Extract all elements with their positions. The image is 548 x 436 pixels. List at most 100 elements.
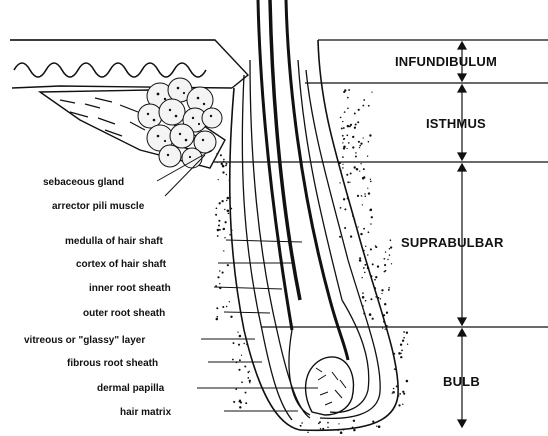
stipple-dot: [219, 270, 220, 271]
stipple-dot: [352, 136, 354, 138]
stipple-dot: [352, 146, 354, 148]
stipple-dot: [367, 254, 368, 255]
stipple-dot: [355, 152, 357, 154]
stipple-dot: [217, 276, 219, 278]
stipple-dot: [353, 420, 355, 422]
stipple-dot: [368, 231, 370, 233]
arrowhead: [458, 420, 466, 427]
stipple-dot: [359, 170, 360, 171]
stipple-dot: [359, 259, 362, 262]
stipple-dot: [369, 134, 371, 136]
stipple-dot: [247, 377, 249, 379]
stipple-dot: [370, 209, 373, 212]
stipple-dot: [219, 229, 221, 231]
stipple-dot: [359, 147, 360, 148]
stipple-dot: [384, 303, 386, 305]
stipple-dot: [347, 125, 350, 128]
stipple-dot: [357, 121, 359, 123]
stipple-dot: [226, 174, 228, 176]
stipple-dot: [222, 272, 224, 274]
stipple-dot: [239, 406, 241, 408]
label-fibrous-root-sheath: fibrous root sheath: [67, 358, 158, 369]
stipple-dot: [359, 145, 361, 147]
stipple-dot: [320, 428, 321, 429]
stipple-dot: [346, 134, 348, 136]
stipple-dot: [375, 276, 377, 278]
stipple-dot: [238, 369, 240, 371]
stipple-dot: [342, 156, 344, 158]
stipple-dot: [407, 344, 408, 345]
stipple-dot: [360, 233, 362, 235]
stipple-dot: [403, 331, 405, 333]
stipple-dot: [343, 145, 346, 148]
stipple-dot: [358, 109, 360, 111]
stipple-dot: [228, 212, 230, 214]
stipple-dot: [300, 425, 302, 427]
stipple-dot: [384, 264, 386, 266]
stipple-dot: [344, 111, 346, 113]
stipple-dot: [249, 380, 251, 382]
stipple-dot: [346, 148, 347, 149]
stipple-dot: [348, 89, 350, 91]
stipple-dot: [369, 313, 372, 316]
stipple-dot: [217, 235, 219, 237]
stipple-dot: [346, 174, 348, 176]
stipple-dot: [249, 382, 250, 383]
stipple-dot: [217, 162, 218, 163]
stipple-dot: [360, 142, 362, 144]
stipple-dot: [358, 141, 360, 143]
epidermis: [10, 40, 248, 88]
label-sebaceous-gland: sebaceous gland: [43, 177, 124, 188]
stipple-dot: [361, 195, 362, 196]
stipple-dot: [391, 263, 392, 264]
stipple-dot: [406, 380, 409, 383]
stipple-dot: [227, 264, 229, 266]
stipple-dot: [370, 223, 372, 225]
stipple-dot: [370, 298, 372, 300]
stipple-dot: [354, 127, 356, 129]
stipple-dot: [364, 264, 366, 266]
stipple-dot: [342, 135, 344, 137]
stipple-dot: [348, 142, 350, 144]
stipple-dot: [222, 171, 224, 173]
stipple-dot: [400, 356, 402, 358]
stipple-dot: [222, 306, 224, 308]
label-cortex: cortex of hair shaft: [76, 259, 167, 270]
stipple-dot: [226, 163, 228, 165]
stipple-dot: [354, 113, 356, 115]
arrowhead: [458, 42, 466, 49]
stipple-dot: [390, 246, 392, 248]
dermal-papilla: [306, 357, 354, 415]
stipple-dot: [365, 195, 367, 197]
stipple-dot: [398, 404, 400, 406]
stipple-dot: [380, 298, 381, 299]
stipple-dot: [221, 163, 223, 165]
label-hair-matrix: hair matrix: [120, 407, 172, 418]
stipple-dot: [223, 161, 225, 163]
stipple-dot: [368, 105, 370, 107]
leader-lines: [157, 150, 318, 411]
stipple-dot: [362, 105, 364, 107]
label-arrector-pili-muscle: arrector pili muscle: [52, 201, 145, 212]
stipple-dot: [364, 193, 365, 194]
stipple-dot: [374, 279, 376, 281]
stipple-dot: [224, 237, 225, 238]
stipple-dot: [222, 228, 224, 230]
stipple-dot: [339, 182, 340, 183]
stipple-dot: [216, 153, 218, 155]
stipple-dot: [338, 423, 339, 424]
stipple-dot: [372, 263, 374, 265]
stipple-dot: [238, 344, 240, 346]
stipple-dot: [343, 138, 345, 140]
stipple-dot: [319, 421, 321, 423]
stipple-dot: [347, 107, 349, 109]
arrowhead: [458, 329, 466, 336]
stipple-dot: [359, 257, 361, 259]
label-outer-root-sheath: outer root sheath: [83, 308, 165, 319]
stipple-dot: [386, 312, 388, 314]
stipple-dot: [226, 306, 228, 308]
stipple-dot: [393, 388, 395, 390]
stipple-dot: [217, 229, 220, 232]
